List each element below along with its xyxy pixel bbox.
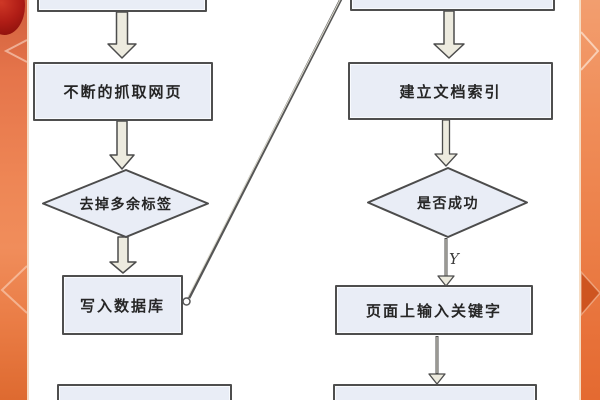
- diagonal-connector: [187, 0, 343, 299]
- node-enter-keyword: 页面上输入关键字: [335, 285, 533, 335]
- node-build-index: 建立文档索引: [348, 62, 553, 120]
- node-top-right-partial: [350, 0, 555, 11]
- chevron-left-icon: [3, 39, 27, 63]
- node-crawl-pages: 不断的抓取网页: [33, 62, 213, 121]
- node-top-left-partial: [37, 0, 207, 12]
- diagonal-connector-end-loop: [182, 297, 191, 306]
- node-enter-keyword-label: 页面上输入关键字: [365, 301, 502, 320]
- arrow-down-to-crawl: [107, 11, 137, 59]
- chevron-right-icon: [581, 31, 600, 71]
- yes-branch-label: Y: [449, 250, 459, 268]
- chevron-left-icon: [0, 265, 27, 314]
- node-write-database: 写入数据库: [62, 275, 183, 335]
- arrow-down-to-write-database: [109, 236, 137, 274]
- right-stripe-ornaments: [581, 31, 600, 317]
- right-stripe-decoration: [579, 0, 600, 400]
- arrowhead-to-bottom-right: [428, 373, 446, 385]
- arrow-down-to-build-index: [433, 10, 465, 59]
- node-write-database-label: 写入数据库: [79, 296, 165, 315]
- node-build-index-label: 建立文档索引: [399, 82, 502, 101]
- left-stripe-decoration: [0, 0, 29, 400]
- node-check-success-label: 是否成功: [417, 196, 479, 212]
- arrow-down-to-check-success: [434, 119, 458, 167]
- node-bottom-left-partial: [57, 384, 232, 400]
- arrow-down-to-remove-tags: [109, 120, 135, 170]
- node-bottom-right-partial: [333, 384, 537, 400]
- node-remove-tags-label: 去掉多余标签: [79, 197, 173, 213]
- diagonal-connector-highlight: [187, 0, 341, 298]
- left-stripe-ornaments: [0, 39, 27, 314]
- node-crawl-pages-label: 不断的抓取网页: [63, 83, 183, 101]
- chevron-right-icon: [581, 270, 600, 317]
